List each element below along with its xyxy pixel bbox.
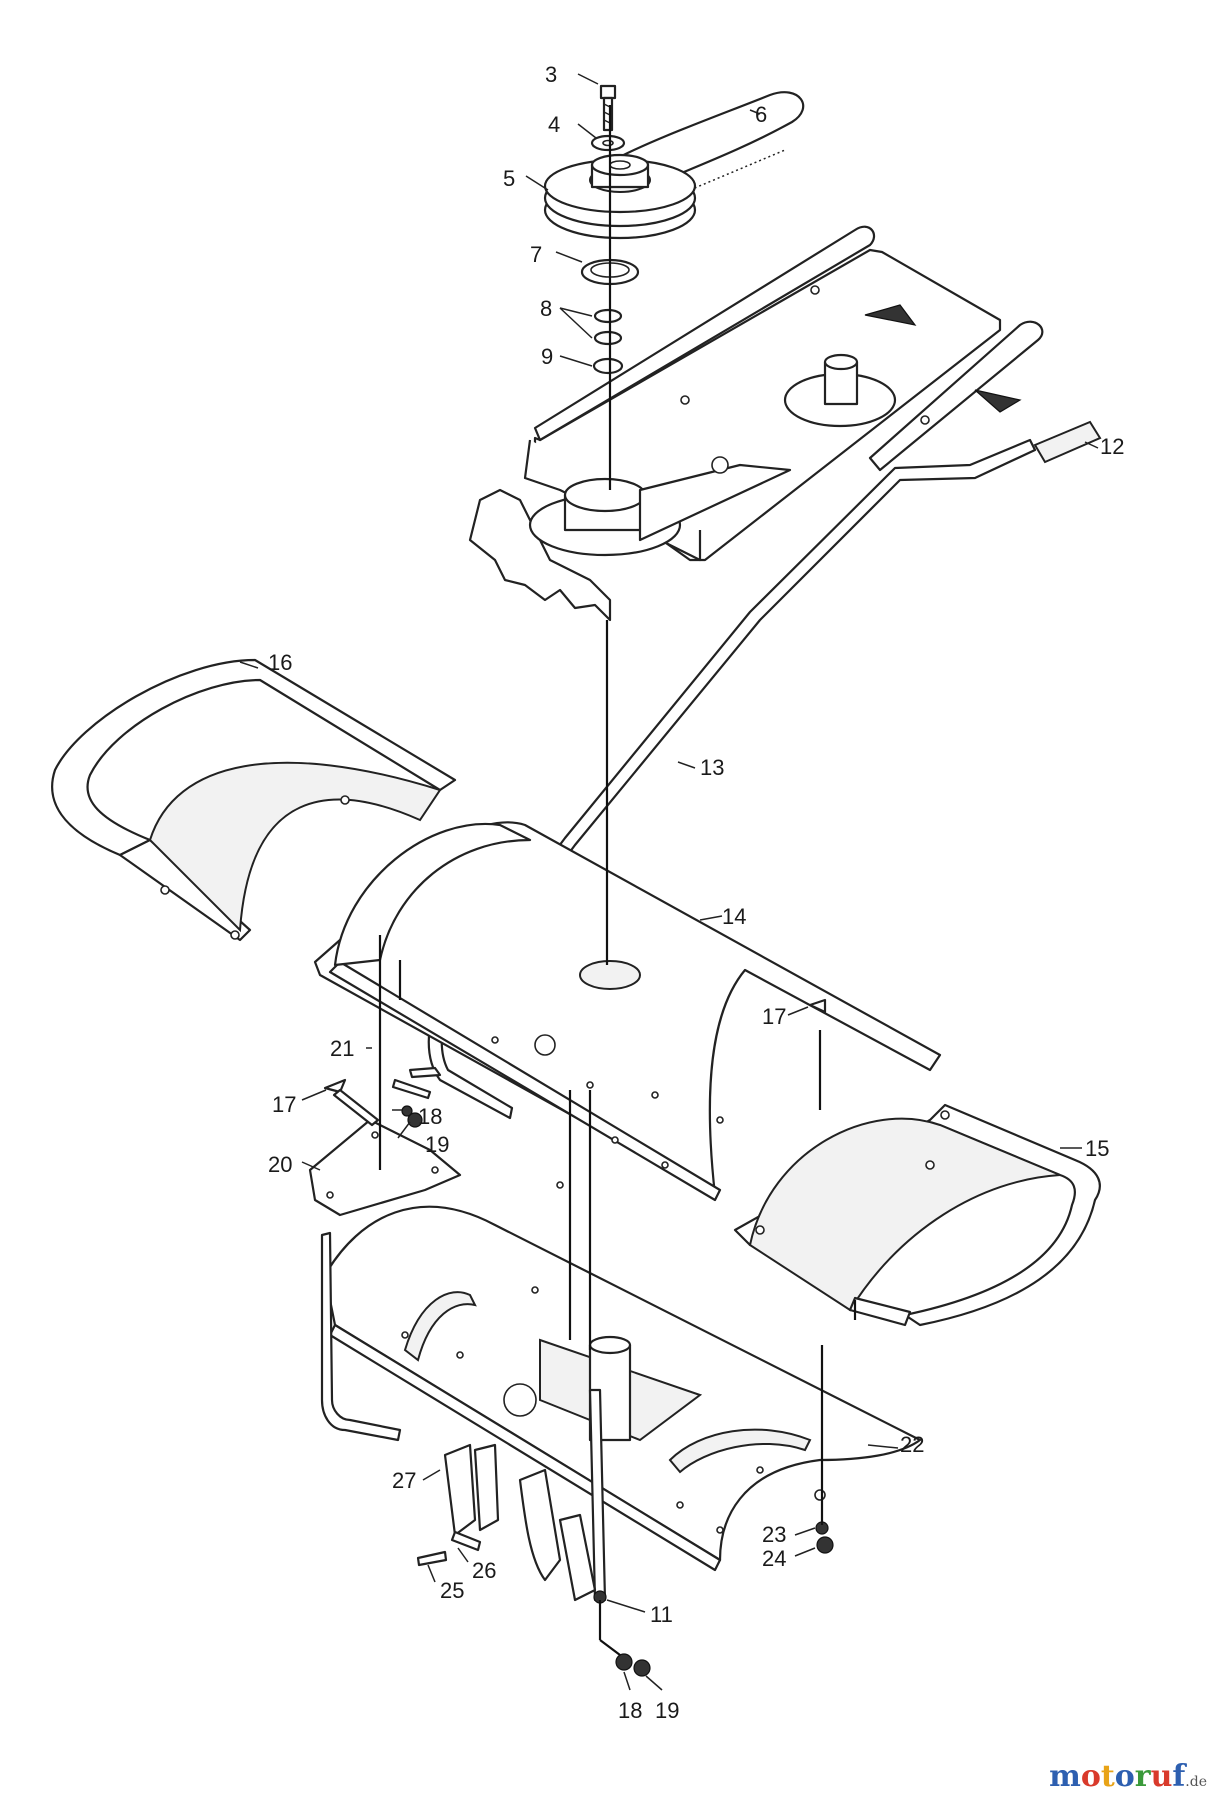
callout-14: 14 — [722, 904, 746, 929]
callout-23: 23 — [762, 1522, 786, 1547]
spacer-washers-part — [592, 308, 624, 375]
callout-17-right: 17 — [762, 1004, 786, 1029]
callout-8: 8 — [540, 296, 552, 321]
callout-19-lower: 19 — [655, 1698, 679, 1723]
callout-27: 27 — [392, 1468, 416, 1493]
lower-cover-part — [323, 1205, 922, 1572]
watermark-letter: o — [1114, 1759, 1135, 1794]
callout-4: 4 — [548, 112, 560, 137]
callout-7: 7 — [530, 242, 542, 267]
callout-12: 12 — [1100, 434, 1124, 459]
watermark-letter: f — [1172, 1759, 1186, 1794]
callout-16: 16 — [268, 650, 292, 675]
callout-13: 13 — [700, 755, 724, 780]
callout-18-upper: 18 — [418, 1104, 442, 1129]
washer-part — [590, 134, 626, 152]
left-fender-part — [51, 658, 457, 942]
watermark-letter: r — [1134, 1759, 1151, 1794]
callout-15: 15 — [1085, 1136, 1109, 1161]
callout-17-left: 17 — [272, 1092, 296, 1117]
watermark-letter: o — [1080, 1759, 1101, 1794]
watermark-suffix: .de — [1185, 1774, 1207, 1790]
watermark-letter: m — [1049, 1759, 1081, 1794]
callout-11: 11 — [650, 1602, 673, 1627]
alignment-lines — [378, 105, 857, 1656]
support-rod-part — [320, 1231, 607, 1602]
handle-grip-part — [1033, 420, 1102, 464]
callout-labels: 3 4 6 5 7 8 9 12 13 14 15 16 17 17 18 18… — [268, 62, 1124, 1723]
callout-18-lower: 18 — [618, 1698, 642, 1723]
callout-26: 26 — [472, 1558, 496, 1583]
pulley-part — [543, 153, 697, 240]
tines-part — [443, 1443, 597, 1602]
callout-24: 24 — [762, 1546, 786, 1571]
watermark-logo: motoruf.de — [1049, 1759, 1207, 1794]
right-fender-part — [733, 1103, 1101, 1327]
leader-lines — [239, 73, 1099, 1691]
callout-25: 25 — [440, 1578, 464, 1603]
bolt-part — [599, 84, 617, 132]
gearbox-housing-part — [468, 225, 1044, 622]
callout-19-upper: 19 — [425, 1132, 449, 1157]
watermark-letter: t — [1100, 1759, 1115, 1794]
center-shield-plate-part — [333, 822, 532, 967]
callout-5: 5 — [503, 166, 515, 191]
callout-20: 20 — [268, 1152, 292, 1177]
callout-3: 3 — [545, 62, 557, 87]
watermark-letter: u — [1150, 1759, 1173, 1794]
callout-6: 6 — [755, 102, 767, 127]
callout-21: 21 — [330, 1036, 354, 1061]
callout-22: 22 — [900, 1432, 924, 1457]
callout-9: 9 — [541, 344, 553, 369]
belt-part — [609, 91, 805, 191]
